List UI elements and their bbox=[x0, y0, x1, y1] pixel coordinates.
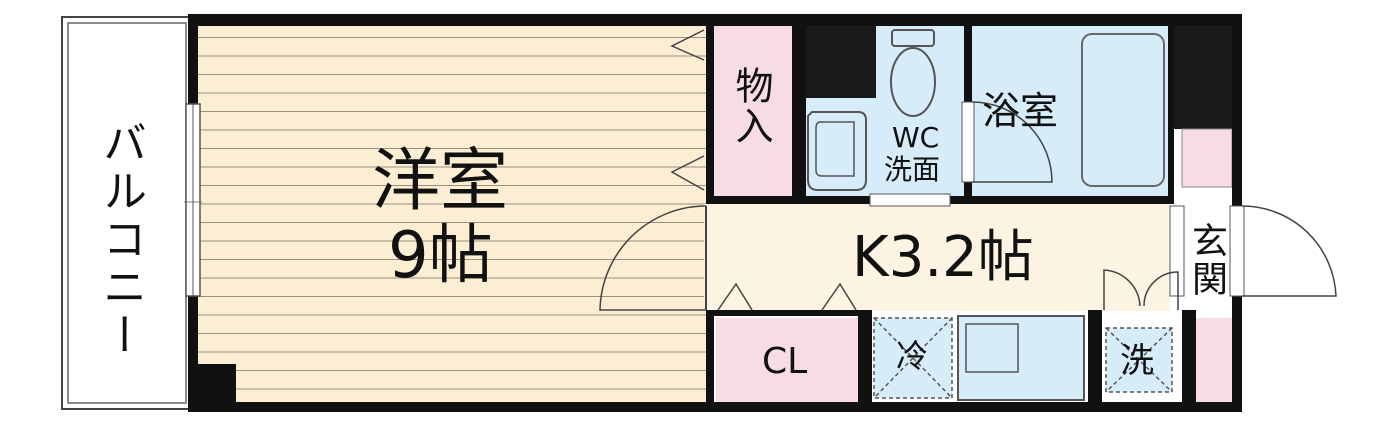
wall-left-corner bbox=[188, 364, 236, 412]
right-wall-block bbox=[1170, 17, 1238, 129]
kitchen-label: K3.2帖 bbox=[852, 225, 1034, 290]
closet bbox=[716, 318, 858, 404]
western-room-stripes bbox=[197, 26, 707, 402]
wall-washer-right bbox=[1182, 310, 1196, 404]
washroom-label: 洗面 bbox=[884, 153, 941, 186]
wall-bath-right bbox=[1168, 26, 1174, 202]
closet-door-mark-1 bbox=[717, 282, 753, 311]
wall-right-upper bbox=[1232, 14, 1242, 206]
storage-door-mark-1 bbox=[670, 29, 705, 61]
wc-label: WC bbox=[892, 121, 940, 154]
closet-door-mark-2 bbox=[821, 282, 857, 311]
bathtub bbox=[1081, 33, 1165, 187]
wash-basin-bowl bbox=[815, 121, 855, 177]
wall-entrance-left bbox=[1169, 205, 1185, 297]
wc-dark-block bbox=[806, 26, 876, 98]
toilet-bowl bbox=[890, 47, 936, 117]
kitchen-floor bbox=[712, 203, 1170, 311]
storage-room bbox=[712, 26, 792, 196]
toilet-tank bbox=[891, 29, 935, 47]
closet-label: CL bbox=[762, 341, 808, 382]
door-swing-washer-left bbox=[1103, 269, 1141, 310]
washer-label: 洗 bbox=[1120, 341, 1154, 381]
wall-western-kitchen-lower bbox=[706, 310, 714, 402]
wall-kitchen-bottom bbox=[712, 310, 862, 316]
door-gap-wc bbox=[869, 193, 951, 207]
door-swing-washer-right bbox=[1143, 271, 1179, 310]
bath-label: 浴室 bbox=[982, 89, 1059, 133]
storage-door-mark-2 bbox=[670, 155, 705, 191]
entrance-floor bbox=[1186, 206, 1232, 296]
door-gap-bath bbox=[961, 101, 975, 183]
entrance-label: 玄関 bbox=[1186, 222, 1227, 298]
western-room-size: 9帖 bbox=[388, 219, 493, 293]
wall-left-upper bbox=[188, 14, 198, 104]
kitchen-sink bbox=[965, 323, 1019, 373]
balcony-outline bbox=[61, 16, 191, 410]
meter-box bbox=[1181, 128, 1233, 188]
door-swing-western bbox=[599, 205, 707, 311]
wall-bottom bbox=[188, 402, 1242, 412]
storage-label: 物入 bbox=[729, 66, 773, 146]
wall-western-kitchen bbox=[706, 26, 714, 202]
fridge-label: 冷 bbox=[896, 337, 929, 375]
door-gap-entrance bbox=[1229, 205, 1245, 297]
balcony-label: バルコニー bbox=[95, 120, 146, 360]
fridge-cross-2 bbox=[873, 317, 953, 399]
washer-cross-2 bbox=[1105, 327, 1173, 393]
door-swing-entrance bbox=[1241, 205, 1337, 297]
wall-closet-fridge bbox=[858, 310, 872, 404]
wall-storage-wc bbox=[792, 26, 806, 202]
fridge-cross-1 bbox=[873, 317, 953, 399]
wall-right-lower bbox=[1232, 296, 1242, 412]
door-swing-bath bbox=[971, 101, 1053, 183]
wall-counter-washer bbox=[1088, 310, 1102, 404]
wall-top bbox=[188, 14, 1242, 26]
wash-basin bbox=[807, 111, 867, 191]
western-room-name: 洋室 bbox=[372, 142, 509, 221]
wall-left-lower bbox=[188, 296, 198, 412]
shoe-cabinet bbox=[1195, 318, 1232, 404]
